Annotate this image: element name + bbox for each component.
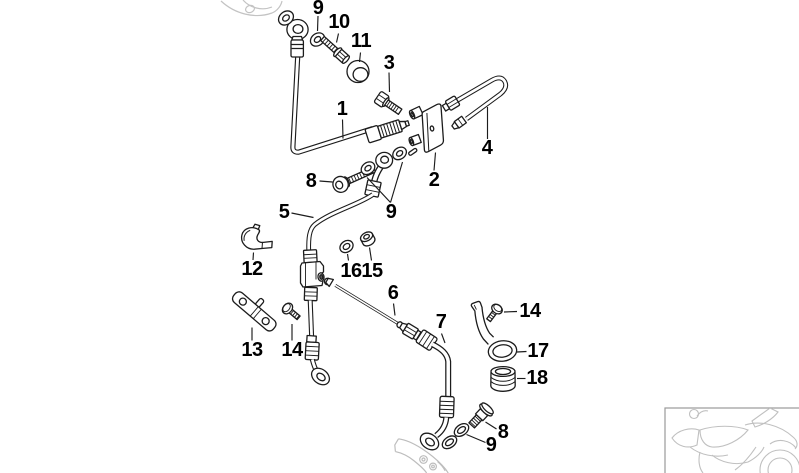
part-callout-14-right[interactable]: 14: [519, 300, 541, 322]
part-callout-18[interactable]: 18: [526, 367, 548, 389]
brake-pipe-part4: [441, 75, 509, 130]
brake-caliper-sketch: [394, 438, 449, 473]
part-callout-5[interactable]: 5: [278, 201, 290, 223]
holder-loop-part17: [470, 300, 518, 362]
nut-part15: [359, 231, 376, 247]
part-callout-15[interactable]: 15: [361, 260, 383, 282]
part-callout-9-top[interactable]: 9: [312, 0, 324, 19]
washer-part16: [339, 239, 354, 254]
part-callout-10[interactable]: 10: [328, 11, 350, 33]
cap-part11: [346, 59, 370, 84]
part-callout-8-bottom[interactable]: 8: [497, 421, 509, 443]
part-callout-13[interactable]: 13: [241, 339, 263, 361]
part-callout-9-bottom[interactable]: 9: [485, 434, 497, 456]
bracket-part13: [231, 291, 277, 332]
part-callout-4[interactable]: 4: [481, 137, 493, 159]
clamp-part12: [240, 223, 273, 250]
part-callout-14-left[interactable]: 14: [281, 339, 303, 361]
grommet-part18: [490, 365, 516, 392]
part-callout-8-mid[interactable]: 8: [305, 170, 317, 192]
master-cylinder-sketch: [220, 0, 283, 17]
front-brake-hose-part1: [286, 18, 410, 155]
distributor-block-part2: [408, 103, 445, 156]
seal-washers-bottom-part9: [441, 422, 470, 450]
part-callout-1[interactable]: 1: [336, 98, 348, 120]
part-callout-11[interactable]: 11: [350, 30, 372, 52]
part-callout-9-mid[interactable]: 9: [385, 201, 397, 223]
seal-washers-mid-part9: [360, 146, 408, 176]
brake-pipe-part6: [323, 277, 422, 341]
banjo-bolt-part10: [320, 35, 351, 64]
part-callout-2[interactable]: 2: [428, 169, 440, 191]
part-callout-7[interactable]: 7: [435, 311, 447, 333]
leader-lines: [251, 15, 527, 444]
screw-part14-left: [281, 302, 301, 321]
part-callout-12[interactable]: 12: [241, 258, 263, 280]
screw-part14-right: [486, 303, 503, 323]
brake-hose-part7: [415, 329, 455, 451]
part-callout-6[interactable]: 6: [387, 282, 399, 304]
motorcycle-thumbnail-icon: [664, 407, 799, 473]
part-callout-16[interactable]: 16: [340, 260, 362, 282]
part-callout-3[interactable]: 3: [383, 52, 395, 74]
brake-pipe-part5: [299, 151, 394, 386]
hex-bolt-part3: [373, 91, 403, 115]
seal-washers-top-part9: [277, 10, 326, 47]
banjo-bolt-part8-bottom: [468, 402, 494, 429]
part-callout-17[interactable]: 17: [527, 340, 549, 362]
